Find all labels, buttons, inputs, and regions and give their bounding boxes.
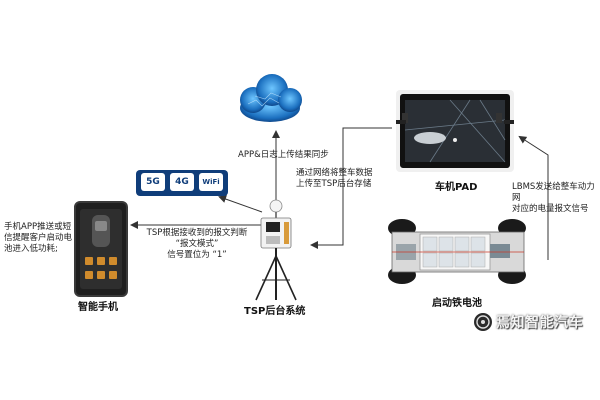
wifi-icon: WiFi: [199, 173, 223, 191]
watermark-logo-icon: [474, 313, 492, 331]
cloud-sync-label: APP&日志上传结果同步: [238, 150, 329, 160]
phone-push-label: 手机APP推送或短 信提醒客户启动电 池进入低功耗;: [4, 222, 73, 254]
5g-icon: 5G: [141, 173, 165, 191]
smart-phone-title: 智能手机: [78, 302, 118, 313]
battery-title: 启动铁电池: [432, 298, 482, 309]
smartphone-image: [74, 201, 128, 297]
tsp-judge-label: TSP根据接收到的报文判断 “报文模式” 信号置位为 “1”: [146, 228, 248, 260]
car-pad-title: 车机PAD: [435, 182, 478, 193]
network-upload-label: 通过网络将整车数据 上传至TSP后台存储: [296, 168, 373, 189]
watermark-text: 焉知智能汽车: [496, 315, 583, 331]
arrow-tsp-to-badges: [218, 195, 263, 213]
arrow-pad-to-tsp: [310, 127, 392, 249]
arrow-battery-to-pad: [518, 135, 549, 260]
lbms-label: LBMS发送给整车动力网 对应的电量报文信号: [512, 182, 595, 214]
tsp-system-title: TSP后台系统: [244, 306, 306, 317]
4g-icon: 4G: [170, 173, 194, 191]
network-badges: 5G 4G WiFi: [136, 170, 228, 196]
